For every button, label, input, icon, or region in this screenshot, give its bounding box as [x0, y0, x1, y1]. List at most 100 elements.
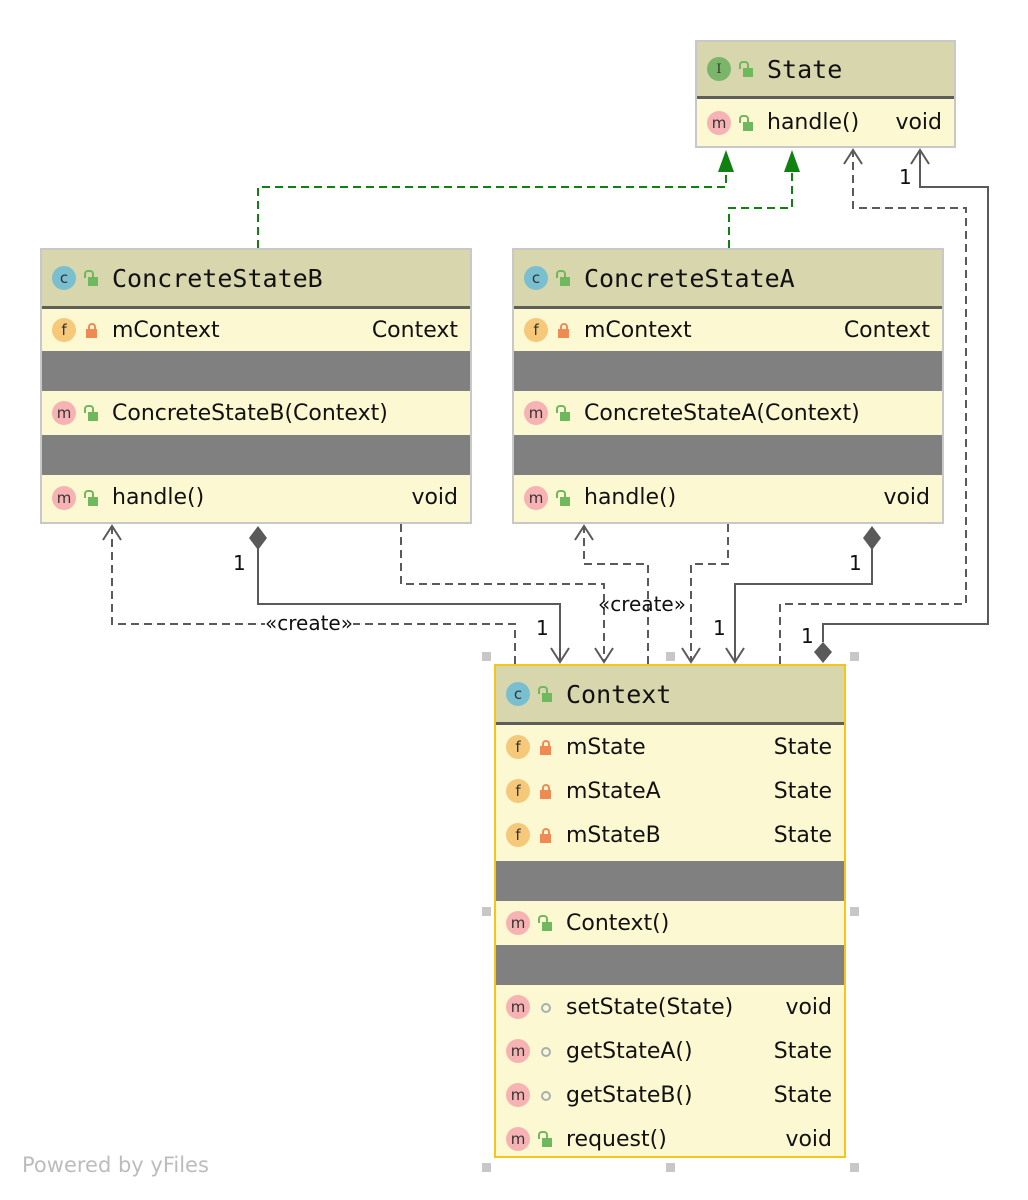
class-header: c ConcreteStateA — [514, 250, 942, 309]
composition-edge-a-to-context[interactable] — [734, 548, 873, 662]
open-arrowhead — [681, 647, 701, 664]
open-arrowhead — [550, 647, 570, 664]
resize-handle-ne[interactable] — [850, 652, 859, 661]
method-row[interactable]: m handle() void — [514, 475, 942, 520]
class-node-concrete-state-b[interactable]: c ConcreteStateB f mContext Context m Co… — [40, 248, 472, 524]
resize-handle-nw[interactable] — [482, 652, 491, 661]
private-visibility-icon — [84, 322, 98, 338]
field-row[interactable]: f mStateA State — [496, 769, 844, 813]
class-icon: c — [506, 682, 530, 706]
member-name: handle() — [767, 110, 860, 135]
field-row[interactable]: f mStateB State — [496, 813, 844, 857]
field-name: mStateB — [566, 822, 661, 848]
method-name: handle() — [584, 485, 677, 510]
resize-handle-w[interactable] — [482, 907, 491, 916]
class-header: c Context — [496, 666, 844, 725]
public-visibility-icon — [739, 114, 753, 131]
compartment-separator — [496, 861, 844, 901]
method-row[interactable]: m setState(State) void — [496, 985, 844, 1029]
constructor-row[interactable]: m Context() — [496, 901, 844, 945]
realization-arrowhead — [784, 150, 800, 172]
method-type: void — [785, 994, 832, 1020]
class-icon: c — [524, 266, 548, 290]
dependency-edge-b-to-context[interactable] — [400, 524, 605, 662]
dependency-edge-a-to-context[interactable] — [690, 524, 729, 662]
constructor-row[interactable]: m ConcreteStateA(Context) — [514, 391, 942, 435]
private-visibility-icon — [538, 827, 552, 843]
package-visibility-icon — [538, 999, 552, 1015]
public-visibility-icon — [84, 489, 98, 506]
multiplicity-label: 1 — [899, 165, 912, 189]
open-arrowhead — [843, 148, 863, 165]
public-visibility-icon — [538, 915, 552, 931]
compartment-separator — [42, 351, 470, 391]
dependency-edge-context-to-state[interactable] — [779, 150, 967, 664]
field-icon: f — [52, 318, 76, 342]
method-icon: m — [506, 995, 530, 1019]
class-node-state[interactable]: I State m handle() void — [695, 40, 956, 148]
method-row[interactable]: m getStateB() State — [496, 1073, 844, 1117]
multiplicity-label: 1 — [233, 551, 246, 575]
composition-diamond — [863, 526, 881, 550]
field-icon: f — [506, 823, 530, 847]
method-row[interactable]: m getStateA() State — [496, 1029, 844, 1073]
create-dependency-edge-context-to-b[interactable] — [111, 526, 516, 664]
method-row[interactable]: m handle() void — [42, 475, 470, 520]
create-dependency-edge-context-to-a[interactable] — [583, 526, 649, 664]
resize-handle-se[interactable] — [850, 1163, 859, 1172]
field-type: State — [773, 734, 832, 760]
field-icon: f — [524, 318, 548, 342]
method-icon: m — [506, 1127, 530, 1151]
class-name: ConcreteStateA — [584, 263, 795, 293]
multiplicity-label: 1 — [536, 616, 549, 640]
class-node-concrete-state-a[interactable]: c ConcreteStateA f mContext Context m Co… — [512, 248, 944, 524]
compartment-separator — [514, 435, 942, 475]
method-icon: m — [524, 401, 548, 425]
method-name: getStateB() — [566, 1082, 693, 1108]
field-name: mContext — [112, 317, 220, 343]
member-row[interactable]: m handle() void — [697, 99, 954, 146]
constructor-name: ConcreteStateA(Context) — [584, 400, 860, 426]
resize-handle-n[interactable] — [666, 652, 675, 661]
create-stereotype-label: «create» — [598, 592, 686, 616]
public-visibility-icon — [84, 405, 98, 421]
realization-edge-a-to-state[interactable] — [728, 170, 793, 248]
multiplicity-label: 1 — [849, 551, 862, 575]
method-name: request() — [566, 1126, 667, 1152]
private-visibility-icon — [538, 783, 552, 799]
method-icon: m — [506, 1039, 530, 1063]
class-node-context[interactable]: c Context f mState State f mStateA State… — [494, 664, 846, 1158]
field-row[interactable]: f mState State — [496, 725, 844, 769]
resize-handle-sw[interactable] — [482, 1163, 491, 1172]
compartment-separator — [514, 351, 942, 391]
constructor-name: Context() — [566, 910, 670, 936]
method-row[interactable]: m request() void — [496, 1117, 844, 1161]
resize-handle-e[interactable] — [850, 907, 859, 916]
field-row[interactable]: f mContext Context — [42, 309, 470, 351]
constructor-row[interactable]: m ConcreteStateB(Context) — [42, 391, 470, 435]
field-type: State — [773, 822, 832, 848]
open-arrowhead — [102, 524, 122, 541]
powered-by-label: Powered by yFiles — [22, 1153, 209, 1177]
field-row[interactable]: f mContext Context — [514, 309, 942, 351]
composition-edge-context-to-state[interactable] — [822, 150, 989, 642]
method-icon: m — [524, 485, 548, 510]
composition-edge-b-to-context[interactable] — [257, 548, 561, 662]
class-name: State — [767, 54, 843, 84]
compartment-separator — [42, 435, 470, 475]
public-visibility-icon — [84, 270, 98, 286]
realization-edge-b-to-state[interactable] — [257, 170, 727, 248]
method-name: getStateA() — [566, 1038, 693, 1064]
method-type: State — [773, 1082, 832, 1108]
class-header: I State — [697, 42, 954, 99]
compartment-separator — [496, 945, 844, 985]
resize-handle-s[interactable] — [666, 1163, 675, 1172]
private-visibility-icon — [556, 322, 570, 338]
field-icon: f — [506, 779, 530, 803]
field-type: Context — [371, 317, 458, 343]
class-icon: c — [52, 266, 76, 290]
method-icon: m — [52, 485, 76, 510]
private-visibility-icon — [538, 739, 552, 755]
realization-arrowhead — [718, 150, 734, 172]
open-arrowhead — [725, 647, 745, 664]
